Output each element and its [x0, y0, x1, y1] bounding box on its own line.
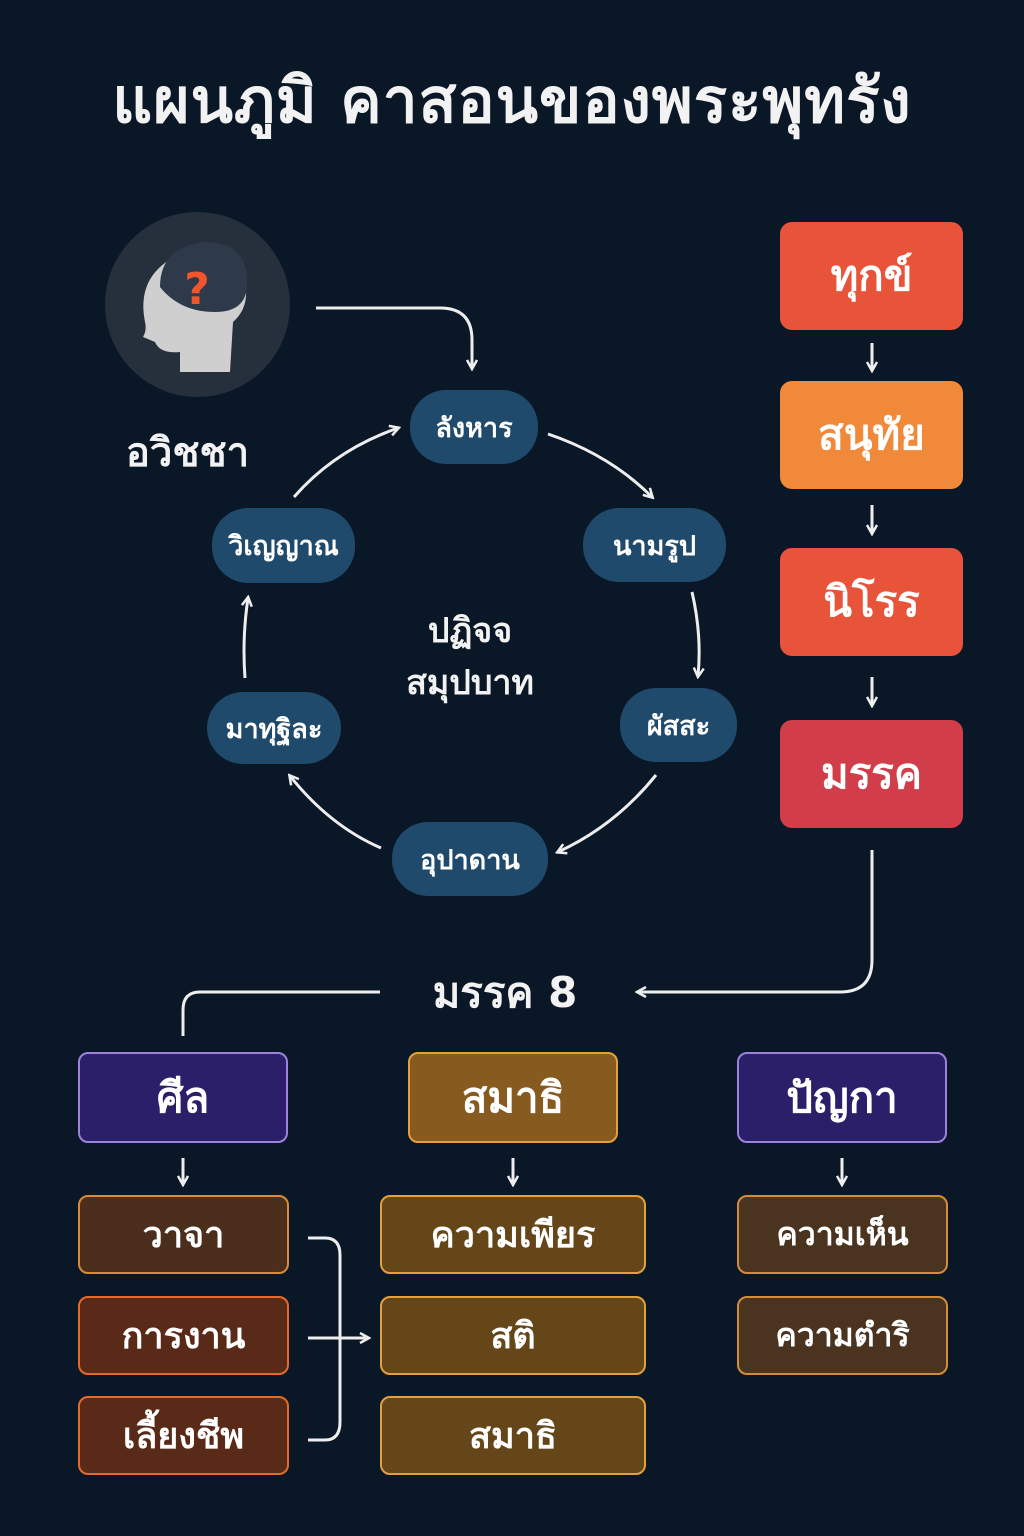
- truth-samudaya: สนุทัย: [780, 381, 963, 489]
- group-panna: ปัญกา: [737, 1052, 947, 1143]
- svg-text:?: ?: [184, 264, 210, 315]
- path-item-concentration: สมาธิ: [380, 1396, 646, 1475]
- arrow-cycle-3: [558, 774, 658, 852]
- arrow-ignorance-to-cycle: [316, 306, 472, 368]
- path-item-view: ความเห็น: [737, 1195, 948, 1274]
- cycle-node-vedana: มาทุฐิละ: [207, 692, 341, 764]
- arrow-cycle-1: [547, 432, 652, 497]
- path-item-livelihood: เลี้ยงชีพ: [78, 1396, 289, 1475]
- arrow-cycle-2: [690, 591, 699, 676]
- cycle-center-label: ปฏิจจ สมุปบาท: [370, 605, 570, 709]
- line-path-to-sila: [181, 990, 380, 1036]
- center-line-1: ปฏิจจ: [427, 611, 513, 651]
- arrow-cycle-6: [292, 428, 398, 498]
- cycle-node-upadana: อุปาดาน: [392, 822, 548, 896]
- truth-magga: มรรค: [780, 720, 963, 828]
- path-item-speech: วาจา: [78, 1195, 289, 1274]
- ignorance-label: อวิชชา: [125, 430, 250, 476]
- center-line-2: สมุปบาท: [406, 663, 534, 703]
- arrow-magga-to-path: [638, 850, 874, 992]
- cycle-node-sankhara: ลังหาร: [410, 390, 538, 464]
- arrow-cycle-5: [244, 598, 248, 679]
- group-sila: ศีล: [78, 1052, 288, 1143]
- path-item-effort: ความเพียร: [380, 1195, 646, 1274]
- arrow-cycle-4: [290, 776, 382, 850]
- cycle-node-phassa: ผัสสะ: [620, 688, 737, 762]
- eightfold-path-title: มรรค 8: [432, 968, 578, 1017]
- page-title: แผนภูมิ คาสอนของพระพุทรัง: [112, 64, 912, 137]
- cycle-node-namarupa: นามรูป: [583, 508, 726, 582]
- group-samadhi: สมาธิ: [408, 1052, 618, 1143]
- path-item-action: การงาน: [78, 1296, 289, 1375]
- truth-dukkha: ทุกข์: [780, 222, 963, 330]
- cycle-node-vinnana: วิเญญาณ: [212, 508, 355, 583]
- truth-nirodha: นิโรร: [780, 548, 963, 656]
- path-item-intention: ความตำริ: [737, 1296, 948, 1375]
- head-question-icon: ?: [105, 212, 290, 397]
- path-item-mindfulness: สติ: [380, 1296, 646, 1375]
